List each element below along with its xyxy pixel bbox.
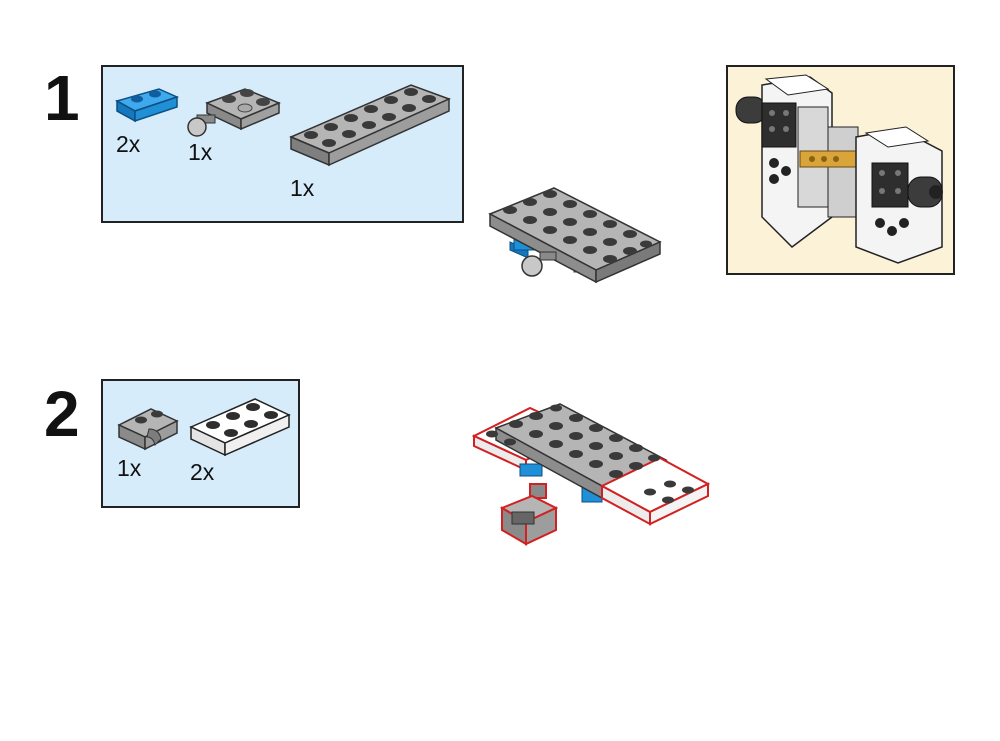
- step-1-number: 1: [44, 62, 80, 134]
- blue-plate-icon: [115, 88, 180, 123]
- gray-long-plate-icon: [289, 84, 451, 167]
- step-1-assembly-illustration: [488, 187, 662, 284]
- step-2-number: 2: [44, 378, 80, 450]
- white-plate-icon: [189, 398, 291, 457]
- step-2-qty-white-plate: 2x: [190, 459, 215, 485]
- robot-model-icon: [735, 74, 943, 264]
- gray-clip-plate-icon: [117, 408, 179, 451]
- step-1-qty-ball-plate: 1x: [188, 139, 213, 165]
- step-2-parts-box: 1x 2x: [101, 379, 300, 508]
- step-2-assembly-illustration: [471, 403, 711, 546]
- step-1-qty-blue-plate: 2x: [116, 131, 141, 157]
- step-1-qty-long-plate: 1x: [290, 175, 315, 201]
- gray-ball-plate-icon: [187, 88, 281, 137]
- step-1-parts-box: 2x 1x 1x: [101, 65, 464, 223]
- finished-model-preview: [726, 65, 955, 275]
- step-2-qty-clip-plate: 1x: [117, 455, 142, 481]
